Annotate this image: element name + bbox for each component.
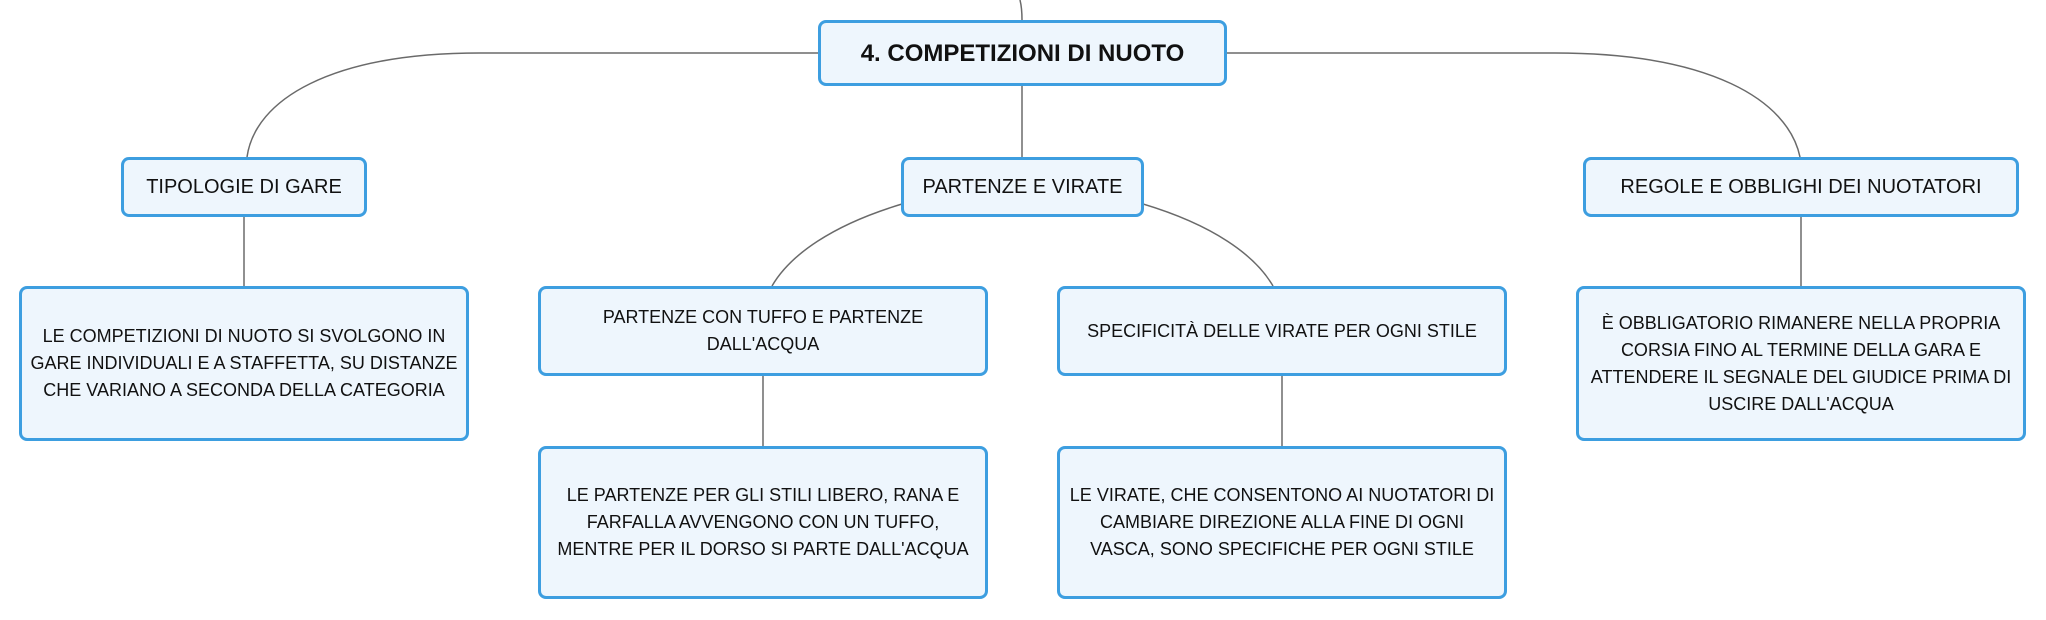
connector-root-top <box>1019 0 1023 21</box>
topic-regole-obblighi-label: REGOLE E OBBLIGHI DEI NUOTATORI <box>1620 175 1982 198</box>
subtopic-partenze[interactable]: PARTENZE CON TUFFO E PARTENZE DALL'ACQUA <box>538 286 988 376</box>
topic-tipologie-gare[interactable]: TIPOLOGIE DI GARE <box>121 157 367 217</box>
detail-tipologie-gare[interactable]: LE COMPETIZIONI DI NUOTO SI SVOLGONO IN … <box>19 286 469 441</box>
subtopic-virate-label: SPECIFICITÀ DELLE VIRATE PER OGNI STILE <box>1087 320 1477 341</box>
detail-partenze-text: LE PARTENZE PER GLI STILI LIBERO, RANA E… <box>557 485 969 559</box>
detail-tipologie-gare-text: LE COMPETIZIONI DI NUOTO SI SVOLGONO IN … <box>30 326 458 400</box>
subtopic-partenze-label: PARTENZE CON TUFFO E PARTENZE DALL'ACQUA <box>602 307 924 354</box>
connector-pv-virate <box>1142 203 1274 287</box>
connector-root-gare <box>246 52 818 158</box>
subtopic-virate[interactable]: SPECIFICITÀ DELLE VIRATE PER OGNI STILE <box>1057 286 1507 376</box>
root-label: 4. COMPETIZIONI DI NUOTO <box>860 39 1185 67</box>
detail-partenze[interactable]: LE PARTENZE PER GLI STILI LIBERO, RANA E… <box>538 446 988 599</box>
topic-tipologie-gare-label: TIPOLOGIE DI GARE <box>146 175 342 198</box>
topic-partenze-virate-label: PARTENZE E VIRATE <box>922 175 1123 198</box>
topic-regole-obblighi[interactable]: REGOLE E OBBLIGHI DEI NUOTATORI <box>1583 157 2019 217</box>
connector-pv-partenze <box>771 203 903 287</box>
detail-virate-text: LE VIRATE, CHE CONSENTONO AI NUOTATORI D… <box>1069 485 1495 559</box>
connector-root-regole <box>1227 52 1801 158</box>
topic-partenze-virate[interactable]: PARTENZE E VIRATE <box>901 157 1144 217</box>
detail-virate[interactable]: LE VIRATE, CHE CONSENTONO AI NUOTATORI D… <box>1057 446 1507 599</box>
detail-regole-obblighi[interactable]: È OBBLIGATORIO RIMANERE NELLA PROPRIA CO… <box>1576 286 2026 441</box>
detail-regole-obblighi-text: È OBBLIGATORIO RIMANERE NELLA PROPRIA CO… <box>1590 312 2012 414</box>
root-node[interactable]: 4. COMPETIZIONI DI NUOTO <box>818 20 1227 86</box>
